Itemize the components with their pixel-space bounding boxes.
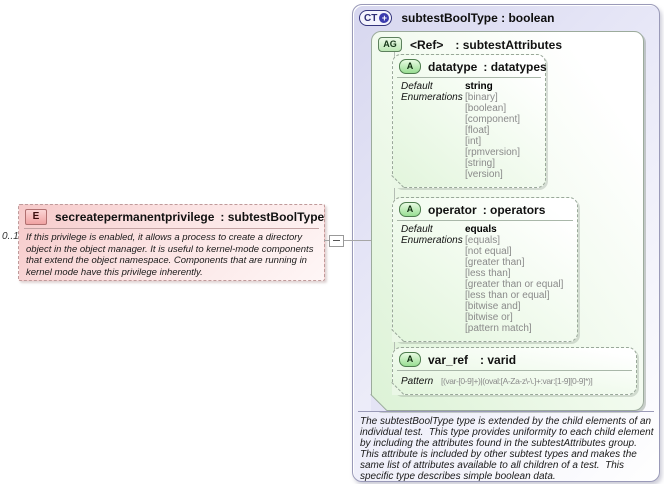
attribute-facets: Default equals Enumerations [equals] [no… <box>393 221 577 334</box>
facet-label-default: Default <box>401 224 433 235</box>
attribute-group-title: <Ref> : subtestAttributes <box>410 38 562 52</box>
enumeration-item: [less than or equal] <box>465 290 550 301</box>
multiplicity-label: 0..1 <box>2 231 19 242</box>
enumeration-item: [less than] <box>465 268 511 279</box>
element-annotation: If this privilege is enabled, it allows … <box>26 232 314 278</box>
complex-type-header[interactable]: CT + subtestBoolType : boolean <box>359 10 554 26</box>
attribute-badge-icon: A <box>399 59 421 74</box>
attribute-node-var-ref[interactable]: A var_ref : varid Pattern [(var-[0-9]+)|(… <box>391 347 637 395</box>
attribute-corner-cut <box>392 330 404 342</box>
element-header[interactable]: E secreatepermanentprivilege : subtestBoo… <box>19 205 324 228</box>
attribute-name: var_ref : varid <box>428 353 516 367</box>
attribute-group-badge-icon: AG <box>378 37 402 52</box>
complex-type-badge-icon: CT + <box>359 10 393 26</box>
attribute-header[interactable]: A datatype : datatypes <box>393 55 547 77</box>
enumeration-item: [rpmversion] <box>465 147 521 158</box>
facet-label-default: Default <box>401 81 433 92</box>
attribute-group-type: : subtestAttributes <box>455 37 563 52</box>
enumeration-item: [equals] <box>465 235 501 246</box>
facet-label-enumerations: Enumerations <box>401 92 463 103</box>
attribute-name-text: operator <box>428 202 477 217</box>
documentation-separator <box>358 411 654 412</box>
facet-label-enumerations: Enumerations <box>401 235 463 246</box>
plus-icon[interactable]: + <box>379 13 390 23</box>
element-name: secreatepermanentprivilege <box>55 210 215 224</box>
collapse-toggle[interactable] <box>329 235 344 247</box>
enumeration-item: [pattern match] <box>465 323 532 334</box>
enumeration-item: [float] <box>465 125 490 136</box>
enumeration-item: [bitwise and] <box>465 301 521 312</box>
enumeration-item: [component] <box>465 114 521 125</box>
enumeration-list: [binary] [boolean] [component] [float] [… <box>465 92 543 180</box>
enumeration-item: [bitwise or] <box>465 312 513 323</box>
attribute-separator <box>397 370 632 371</box>
element-node[interactable]: E secreatepermanentprivilege : subtestBoo… <box>18 204 325 281</box>
attribute-name-text: var_ref <box>428 352 469 367</box>
attribute-type-text: : varid <box>480 352 517 367</box>
attribute-type-text: : operators <box>482 202 546 217</box>
attribute-group-header[interactable]: AG <Ref> : subtestAttributes <box>378 37 562 52</box>
minus-icon <box>333 240 340 241</box>
complex-type-title: subtestBoolType : boolean <box>401 11 555 25</box>
attribute-group-ref: <Ref> <box>410 37 444 52</box>
facet-default-value: string <box>465 81 493 92</box>
element-separator <box>24 228 319 229</box>
attribute-node-datatype[interactable]: A datatype : datatypes Default string Enu… <box>391 54 547 188</box>
facet-pattern-value: [(var-[0-9]+)|(oval:[A-Za-z\-\.]+:var:[1… <box>441 376 593 386</box>
enumeration-item: [not equal] <box>465 246 512 257</box>
attribute-corner-cut <box>392 383 404 395</box>
attribute-header[interactable]: A var_ref : varid <box>393 348 636 370</box>
attribute-name-text: datatype <box>428 59 478 74</box>
facet-default-value: equals <box>465 224 497 235</box>
element-type-connector <box>324 240 371 241</box>
enumeration-item: [string] <box>465 158 496 169</box>
element-type: : subtestBoolType <box>220 210 325 224</box>
element-badge-icon: E <box>25 209 47 225</box>
group-corner-cut <box>371 395 387 411</box>
enumeration-item: [binary] <box>465 92 498 103</box>
attribute-separator <box>397 220 573 221</box>
type-documentation: The subtestBoolType type is extended by … <box>360 416 657 482</box>
attribute-header[interactable]: A operator : operators <box>393 198 577 220</box>
attribute-name: operator : operators <box>428 203 545 217</box>
attribute-type-text: : datatypes <box>483 59 547 74</box>
enumeration-item: [int] <box>465 136 482 147</box>
attribute-separator <box>397 77 541 78</box>
attribute-facets: Pattern [(var-[0-9]+)|(oval:[A-Za-z\-\.]… <box>393 371 636 387</box>
enumeration-item: [boolean] <box>465 103 507 114</box>
attribute-badge-icon: A <box>399 352 421 367</box>
attribute-corner-cut <box>392 176 404 188</box>
attribute-node-operator[interactable]: A operator : operators Default equals Enu… <box>391 197 578 342</box>
attribute-group-node[interactable]: AG <Ref> : subtestAttributes A datatype : … <box>370 31 644 411</box>
enumeration-item: [greater than or equal] <box>465 279 564 290</box>
enumeration-item: [version] <box>465 169 503 180</box>
enumeration-item: [greater than] <box>465 257 525 268</box>
attribute-badge-icon: A <box>399 202 421 217</box>
element-title: secreatepermanentprivilege : subtestBoolT… <box>55 210 324 224</box>
attribute-name: datatype : datatypes <box>428 60 547 74</box>
attribute-facets: Default string Enumerations [binary] [bo… <box>393 78 545 180</box>
complex-type-panel[interactable]: CT + subtestBoolType : boolean AG <Ref>:… <box>352 4 660 482</box>
facet-label-pattern: Pattern <box>401 376 434 387</box>
enumeration-list: [equals] [not equal] [greater than] [les… <box>465 235 575 334</box>
complex-type-badge-label: CT <box>364 12 378 24</box>
